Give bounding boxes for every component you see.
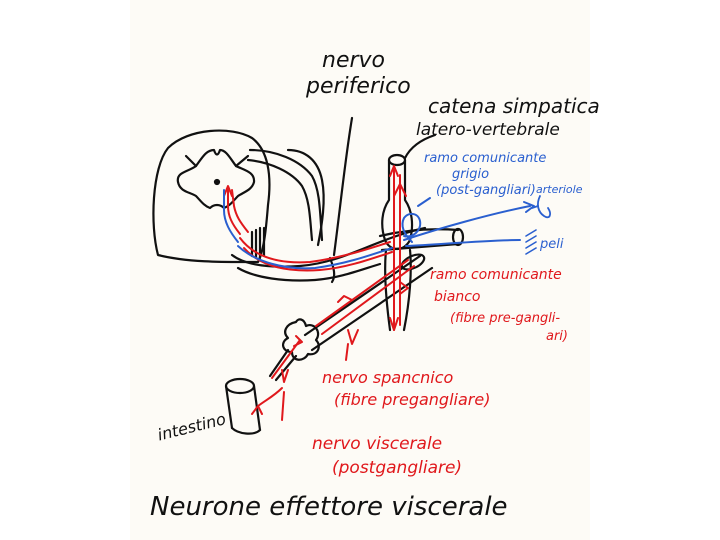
hair-icon [525, 229, 537, 255]
label-ramo-grigio-line3: (post-gangliari) [436, 183, 536, 198]
label-splancnico-line1: nervo spancnico [322, 368, 454, 387]
intestine [224, 377, 262, 435]
postganglionic-fibres [223, 189, 535, 270]
label-catena-line1: catena simpatica [428, 94, 600, 118]
label-viscerale-line1: nervo viscerale [312, 434, 443, 454]
label-ramo-grigio-line1: ramo comunicante [424, 151, 547, 166]
preganglionic-arrows [223, 165, 409, 421]
diagram-title: Neurone effettore viscerale [150, 492, 508, 522]
label-catena-line2: latero-vertebrale [416, 120, 560, 140]
label-ramo-bianco-line4: ari) [546, 329, 568, 344]
label-ramo-grigio-line2: grigio [452, 167, 490, 182]
label-ramo-bianco-line3: (fibre pre-gangli- [450, 311, 561, 326]
label-nervo-line2: periferico [306, 74, 411, 99]
label-ramo-bianco-line1: ramo comunicante [430, 267, 562, 283]
arteriole-icon [531, 195, 551, 219]
label-arteriole: arteriole [536, 183, 583, 196]
label-nervo-line1: nervo [322, 48, 386, 73]
label-ramo-bianco-line2: bianco [434, 289, 481, 305]
label-viscerale-line2: (postgangliare) [332, 458, 463, 478]
label-peli: peli [540, 237, 564, 252]
label-splancnico-line2: (fibre pregangliare) [334, 390, 491, 409]
